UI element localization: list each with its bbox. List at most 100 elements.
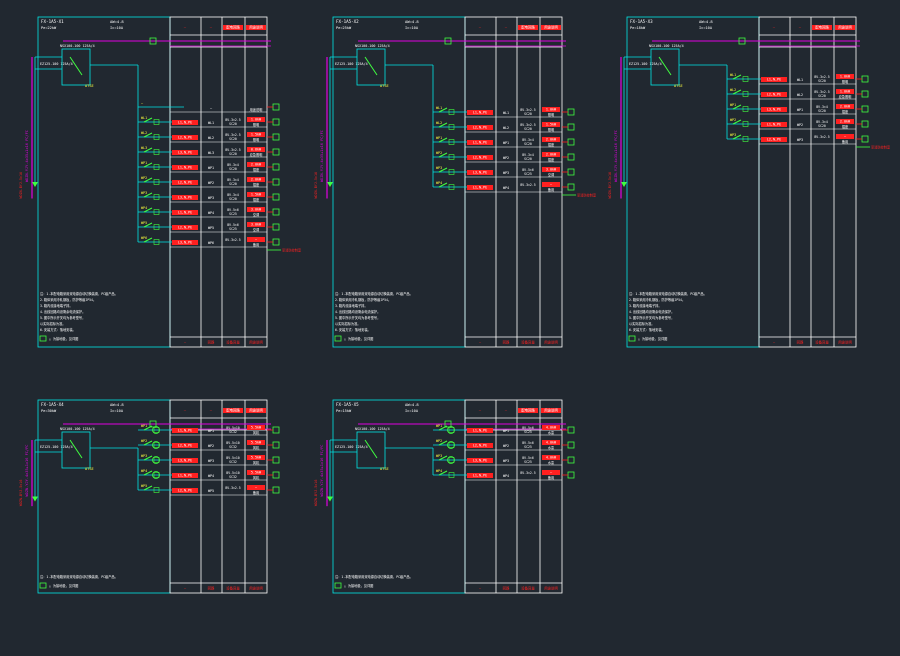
circuit-id-3: WP2 [503, 156, 509, 160]
branch-contact-icon-6 [153, 194, 160, 200]
circuit-cable-4: BV-3×4 [227, 163, 239, 167]
legend-ground-icon [39, 582, 47, 589]
header-cell-2-bg [223, 25, 243, 30]
ats-switch-blade [364, 56, 378, 76]
branch-contact-icon-2 [448, 139, 455, 145]
header-cell-1: — [505, 408, 508, 412]
circuit-id-1: WL2 [797, 93, 803, 97]
circuit-use-2: 风机 [253, 460, 260, 465]
circuit-id-4: WP1 [208, 166, 214, 170]
circuit-load-0: 4.0kW [546, 426, 557, 430]
circuit-load-3: 2.0kW [546, 153, 557, 157]
circuit-phase-3-bg [467, 473, 493, 478]
circuit-conduit-3: SC20 [524, 157, 532, 161]
circuit-id-2: WP3 [503, 459, 509, 463]
circuit-load-6: 1.5kW [251, 193, 262, 197]
circuit-cable-0: BV-3×2.5 [814, 75, 829, 79]
circuit-cable-5: BV-3×4 [227, 178, 239, 182]
branch-contact-icon-3 [448, 154, 455, 160]
branch-contact-icon-3 [153, 149, 160, 155]
circuit-load-5: — [550, 183, 553, 187]
branch-breaker-2 [732, 104, 742, 110]
circuit-load-3: 2.0kW [840, 120, 851, 124]
circuit-load-5-bg [247, 177, 265, 182]
bus-terminal-icon [444, 37, 452, 45]
header-cell-3: 用途说明 [544, 408, 558, 413]
circuit-cable-2: BV-5×6 [522, 456, 534, 460]
circuit-number-1: WL1 [141, 116, 147, 120]
circuit-load-3-bg [542, 152, 560, 157]
circuit-phase-9: L3,N,PE [178, 241, 192, 245]
header-cell-2: 配电回路 [521, 25, 535, 30]
circuit-cable-3: BV-3×4 [522, 153, 534, 157]
note-line-3: 4.出线回路均设剩余电流保护。 [629, 309, 674, 314]
circuit-use-0: 照明 [842, 80, 848, 84]
circuit-id-5: WP4 [503, 186, 509, 190]
circuit-load-4: 2.0kW [251, 163, 262, 167]
secondary-breaker-label: EZ125-100 125A/4 [629, 62, 662, 66]
branch-contact-icon-2 [153, 134, 160, 140]
circuit-use-4: 插座 [253, 167, 260, 172]
riser-cable-label: WDZN-YJY-4x35+1x16 FC/FC [320, 130, 324, 182]
circuit-load-3-bg [836, 119, 854, 124]
circuit-use-3: 备用 [548, 475, 554, 480]
circuit-id-0: WL1 [797, 78, 803, 82]
circuit-phase-0-bg [172, 428, 198, 433]
branch-contact-icon-4 [742, 136, 749, 142]
bus-terminal-icon [149, 420, 157, 428]
circuit-phase-0: L1,N,PE [178, 429, 192, 433]
circuit-cable-0: BV-5×10 [226, 426, 240, 430]
footer-cell-0: — [479, 341, 482, 345]
circuit-conduit-2: SC20 [524, 142, 532, 146]
branch-contact-icon-0 [153, 427, 160, 433]
branch-breaker-3 [438, 470, 448, 476]
sheet-spec-current: Ic=10A [699, 26, 713, 30]
circuit-load-2-bg [836, 104, 854, 109]
circuit-load-2: 2.0kW [546, 138, 557, 142]
note-line-0: 注：1.本配电箱采用双电源自动切换装置，PC级产品。 [335, 291, 413, 296]
sheet-spec-rating: AW=4.8 [699, 19, 713, 24]
circuit-phase-2: L3,N,PE [767, 108, 781, 112]
circuit-phase-0: L1,N,PE [473, 429, 487, 433]
circuit-load-2: 1.5kW [251, 133, 262, 137]
circuit-use-3: 插座 [548, 157, 555, 162]
footer-cell-2: 设备容量 [226, 340, 240, 345]
branch-breaker-2 [143, 455, 153, 461]
circuit-id-3: WP4 [208, 474, 214, 478]
circuit-use-1: 照明 [253, 123, 259, 127]
circuit-number-0: WP1 [141, 424, 147, 428]
circuit-phase-3: L1,N,PE [767, 123, 781, 127]
circuit-cable-4: BV-3×2.5 [225, 486, 240, 490]
legend-ground-icon [628, 335, 636, 342]
circuit-number-1: WP2 [141, 439, 147, 443]
riser-cable-label: WDZN-YJY-4x35+1x16 FC/FC [320, 445, 324, 497]
circuit-phase-1: L2,N,PE [767, 93, 781, 97]
circuit-id-7: WP4 [208, 211, 214, 215]
ats-switch-box [650, 48, 680, 86]
sheet-title: FX-1A5-X1 [41, 19, 64, 24]
ct-coil-icon-2 [152, 456, 160, 464]
circuit-number-3: WP2 [730, 118, 736, 122]
circuit-phase-1: L2,N,PE [178, 444, 192, 448]
circuit-conduit-2: SC20 [229, 137, 237, 141]
branch-contact-icon-4 [153, 487, 160, 493]
branch-contact-icon-1 [742, 91, 749, 97]
sheet-subtitle: Pe=22kW [41, 26, 57, 30]
circuit-use-2: 插座 [842, 109, 849, 114]
circuit-use-3: 应急照明 [250, 152, 263, 157]
circuit-load-4: 3.0kW [546, 168, 557, 172]
footer-cell-2: 设备容量 [521, 340, 535, 345]
sheet-subtitle: Pe=25kW [336, 26, 352, 30]
sheet-spec-current: Ic=10A [110, 409, 124, 413]
circuit-load-3-bg [247, 147, 265, 152]
footer-cell-3: 用途说明 [544, 586, 558, 591]
note-line-6: 6.安装方式：落地安装。 [40, 327, 76, 332]
branch-breaker-4 [732, 134, 742, 140]
footer-cell-3: 用途说明 [838, 340, 852, 345]
branch-contact-icon-2 [448, 457, 455, 463]
circuit-conduit-2: SC20 [818, 109, 826, 113]
circuit-phase-2: L2,N,PE [178, 136, 192, 140]
secondary-breaker-label: EZ125-100 125A/4 [335, 62, 368, 66]
note-line-0: 注：1.本配电箱采用双电源自动切换装置，PC级产品。 [335, 574, 413, 579]
